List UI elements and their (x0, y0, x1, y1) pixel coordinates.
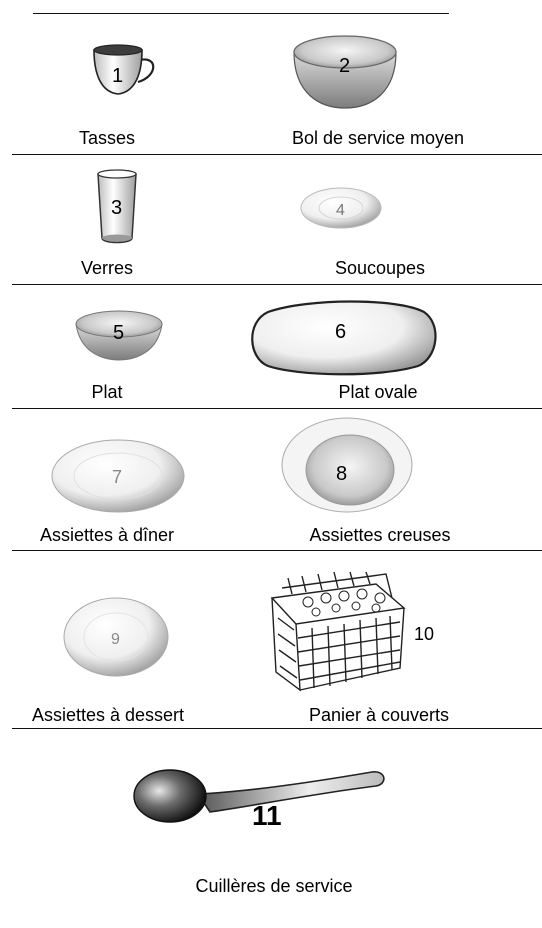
glass-label: Verres (80, 258, 134, 278)
row-divider-1 (12, 154, 542, 155)
serving-spoon-icon (133, 769, 385, 823)
row-divider-4 (12, 550, 542, 551)
top-divider (33, 13, 449, 14)
row-divider-5 (12, 728, 542, 729)
saucer-icon: 4 (300, 187, 382, 229)
oval-platter-label: Plat ovale (338, 382, 418, 402)
serving-bowl-label: Bol de service moyen (291, 128, 465, 148)
row-divider-3 (12, 408, 542, 409)
serving-spoon-label: Cuillères de service (195, 876, 353, 896)
dessert-plate-number: 9 (111, 631, 120, 648)
dish-label: Plat (91, 382, 123, 402)
oval-platter-number: 6 (335, 321, 346, 343)
dish-number: 5 (113, 322, 124, 344)
dish-icon: 5 (75, 310, 163, 361)
row-divider-2 (12, 284, 542, 285)
cup-number: 1 (112, 65, 123, 87)
glass-number: 3 (111, 197, 122, 219)
serving-bowl-icon: 2 (293, 35, 397, 109)
cup-icon: 1 (93, 44, 155, 95)
dinner-plate-number: 7 (112, 467, 122, 487)
cutlery-basket-label: Panier à couverts (308, 705, 450, 725)
soup-plate-label: Assiettes creuses (309, 525, 451, 545)
cutlery-basket-number: 10 (414, 624, 435, 644)
oval-platter-icon: 6 (251, 300, 437, 376)
soup-plate-icon: 8 (281, 417, 413, 513)
soup-plate-number: 8 (336, 463, 347, 485)
cup-label: Tasses (78, 128, 136, 148)
glass-icon: 3 (97, 169, 137, 244)
saucer-number: 4 (336, 202, 345, 219)
dessert-plate-label: Assiettes à dessert (31, 705, 185, 725)
dinner-plate-icon: 7 (51, 439, 185, 513)
dessert-plate-icon: 9 (63, 597, 169, 677)
serving-spoon-number: 11 (252, 800, 282, 831)
dinner-plate-label: Assiettes à dîner (39, 525, 175, 545)
bowl-number: 2 (339, 55, 350, 77)
saucer-label: Soucoupes (334, 258, 426, 278)
cutlery-basket-icon (270, 571, 406, 692)
